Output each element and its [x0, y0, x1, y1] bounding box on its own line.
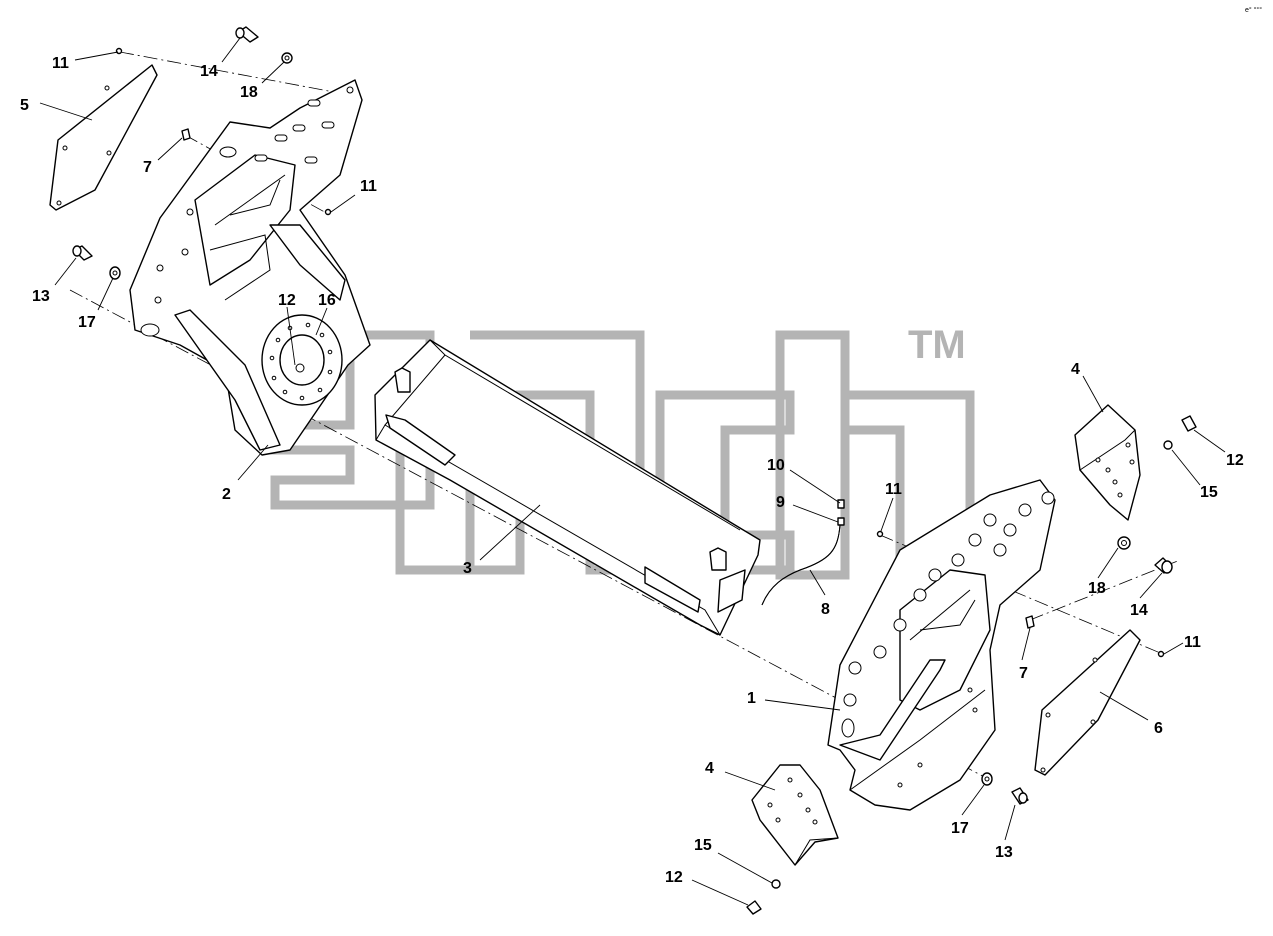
watermark-tm: TM: [908, 323, 966, 367]
callout-8: 8: [821, 601, 830, 618]
part-6-cover: [1034, 629, 1141, 776]
callout-18-right: 18: [1088, 580, 1106, 597]
callout-1: 1: [747, 690, 756, 707]
callout-15-right: 15: [1200, 484, 1218, 501]
part-1-side-plate: [827, 479, 1056, 811]
leader-lines: [39, 37, 1226, 906]
part-2-side-plate: [129, 79, 371, 456]
callout-5: 5: [20, 97, 29, 114]
part-5-cover: [49, 64, 158, 211]
callout-13-left: 13: [32, 288, 50, 305]
callout-13-bottom: 13: [995, 844, 1013, 861]
part-8-hose: [761, 499, 845, 606]
callout-2: 2: [222, 486, 231, 503]
callout-17-left: 17: [78, 314, 96, 331]
callout-9: 9: [776, 494, 785, 511]
hardware: [72, 26, 1197, 915]
callout-18-top: 18: [240, 84, 258, 101]
callout-12-left: 12: [278, 292, 296, 309]
callout-17-bottom: 17: [951, 820, 969, 837]
callout-16: 16: [318, 292, 336, 309]
callout-11-right-upper: 11: [885, 481, 902, 498]
callout-7-left: 7: [143, 159, 152, 176]
callout-3: 3: [463, 560, 472, 577]
part-4-bracket-lower: [751, 764, 839, 866]
callout-7-right: 7: [1019, 665, 1028, 682]
callout-6: 6: [1154, 720, 1163, 737]
callout-11-right: 11: [1184, 634, 1201, 651]
callout-14-right: 14: [1130, 602, 1148, 619]
callout-11-mid: 11: [360, 178, 377, 195]
callout-12-right: 12: [1226, 452, 1244, 469]
callout-10: 10: [767, 457, 785, 474]
callout-4-lower: 4: [705, 760, 714, 777]
callout-4-upper: 4: [1071, 361, 1080, 378]
corner-note: e° °°°: [1245, 6, 1262, 14]
callout-11-top: 11: [52, 55, 69, 72]
callout-15-bottom: 15: [694, 837, 712, 854]
part-4-bracket-upper: [1074, 404, 1141, 521]
callouts: 11 14 18 5 7 11 13 17 12 16 2 3 10 9 8 1…: [20, 55, 1244, 886]
part-3-beam: [374, 339, 761, 636]
callout-14-top: 14: [200, 63, 218, 80]
callout-12-bottom: 12: [665, 869, 683, 886]
